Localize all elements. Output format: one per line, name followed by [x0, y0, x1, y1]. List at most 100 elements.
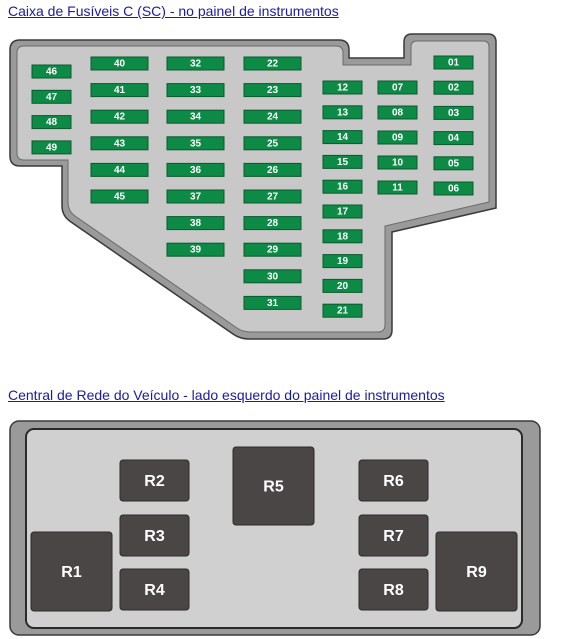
fuse-13: 13 [322, 105, 363, 120]
fuse-body [322, 303, 363, 318]
fuse-19: 19 [322, 254, 363, 269]
fuse-label: 38 [190, 218, 202, 229]
fuse-body [31, 140, 72, 155]
fuse-body [243, 189, 302, 204]
relay-body [119, 459, 190, 502]
fuse-26: 26 [243, 162, 302, 177]
relay-body [358, 514, 429, 557]
fuse-body [243, 162, 302, 177]
fuse-label: 45 [114, 192, 126, 203]
fuse-21: 21 [322, 303, 363, 318]
fuse-body [31, 64, 72, 79]
fuse-07: 07 [377, 80, 418, 95]
fuse-label: 35 [190, 138, 202, 149]
fuse-label: 17 [337, 207, 349, 218]
fuse-29: 29 [243, 242, 302, 257]
fuse-label: 24 [267, 112, 279, 123]
fuse-body [166, 162, 225, 177]
fuse-body [243, 136, 302, 151]
fuse-label: 30 [267, 271, 279, 282]
fuse-label: 42 [114, 112, 126, 123]
fuse-body [433, 156, 474, 171]
fuse-body [433, 181, 474, 196]
fuse-label: 29 [267, 245, 279, 256]
fuse-27: 27 [243, 189, 302, 204]
fuse-body [322, 229, 363, 244]
fuse-label: 43 [114, 138, 126, 149]
fuse-label: 05 [448, 158, 460, 169]
fuse-15: 15 [322, 154, 363, 169]
relay-body [435, 531, 518, 612]
fuse-label: 34 [190, 112, 202, 123]
fuse-body [377, 80, 418, 95]
fuse-09: 09 [377, 130, 418, 145]
fuse-body [377, 105, 418, 120]
fuse-body [377, 130, 418, 145]
fuse-30: 30 [243, 269, 302, 284]
fuse-label: 23 [267, 85, 279, 96]
fuse-body [90, 189, 149, 204]
fuse-body [31, 115, 72, 130]
fuse-06: 06 [433, 181, 474, 196]
relay-label: R7 [383, 528, 404, 545]
relay-label: R9 [466, 564, 487, 581]
fuse-body [166, 109, 225, 124]
fuse-44: 44 [90, 162, 149, 177]
fuse-body [433, 105, 474, 120]
fuse-22: 22 [243, 56, 302, 71]
fuse-label: 31 [267, 298, 279, 309]
fuse-label: 36 [190, 165, 202, 176]
relay-body [358, 459, 429, 502]
fuse-body [90, 56, 149, 71]
fuse-11: 11 [377, 180, 418, 195]
relay-r8: R8 [358, 568, 429, 611]
relay-r3: R3 [119, 514, 190, 557]
fuse-label: 21 [337, 306, 349, 317]
fuse-label: 06 [448, 184, 460, 195]
fuse-39: 39 [166, 242, 225, 257]
fuse-label: 33 [190, 85, 202, 96]
fuse-47: 47 [31, 89, 72, 104]
fuse-box-title-link[interactable]: Caixa de Fusíveis C (SC) - no painel de … [8, 3, 339, 19]
fuse-17: 17 [322, 204, 363, 219]
relay-label: R5 [263, 479, 284, 496]
fuse-32: 32 [166, 56, 225, 71]
fuse-body [322, 105, 363, 120]
relay-r7: R7 [358, 514, 429, 557]
fuse-12: 12 [322, 80, 363, 95]
fuse-label: 41 [114, 85, 126, 96]
fuse-01: 01 [433, 55, 474, 70]
fuse-label: 22 [267, 59, 279, 70]
fuse-label: 11 [392, 183, 403, 194]
fuse-body [90, 109, 149, 124]
fuse-label: 03 [448, 108, 460, 119]
relay-r6: R6 [358, 459, 429, 502]
fuse-label: 32 [190, 59, 202, 70]
fuse-46: 46 [31, 64, 72, 79]
relay-body [232, 446, 315, 526]
fuse-body [166, 136, 225, 151]
relay-label: R6 [383, 473, 404, 490]
fuse-body [322, 154, 363, 169]
fuse-36: 36 [166, 162, 225, 177]
fuse-label: 48 [46, 117, 58, 128]
relay-label: R2 [144, 473, 165, 490]
fuse-body [322, 80, 363, 95]
fuse-37: 37 [166, 189, 225, 204]
fuse-08: 08 [377, 105, 418, 120]
fuse-18: 18 [322, 229, 363, 244]
fuse-16: 16 [322, 179, 363, 194]
fuse-body [243, 56, 302, 71]
relay-label: R8 [383, 582, 404, 599]
fuse-48: 48 [31, 115, 72, 130]
fuse-body [377, 180, 418, 195]
fuse-label: 18 [337, 231, 349, 242]
fuse-45: 45 [90, 189, 149, 204]
fuse-body [433, 131, 474, 146]
fuse-label: 25 [267, 138, 279, 149]
fuse-label: 20 [337, 281, 349, 292]
fuse-body [433, 80, 474, 95]
relay-center-title-link[interactable]: Central de Rede do Veículo - lado esquer… [8, 387, 445, 403]
fuse-14: 14 [322, 130, 363, 145]
